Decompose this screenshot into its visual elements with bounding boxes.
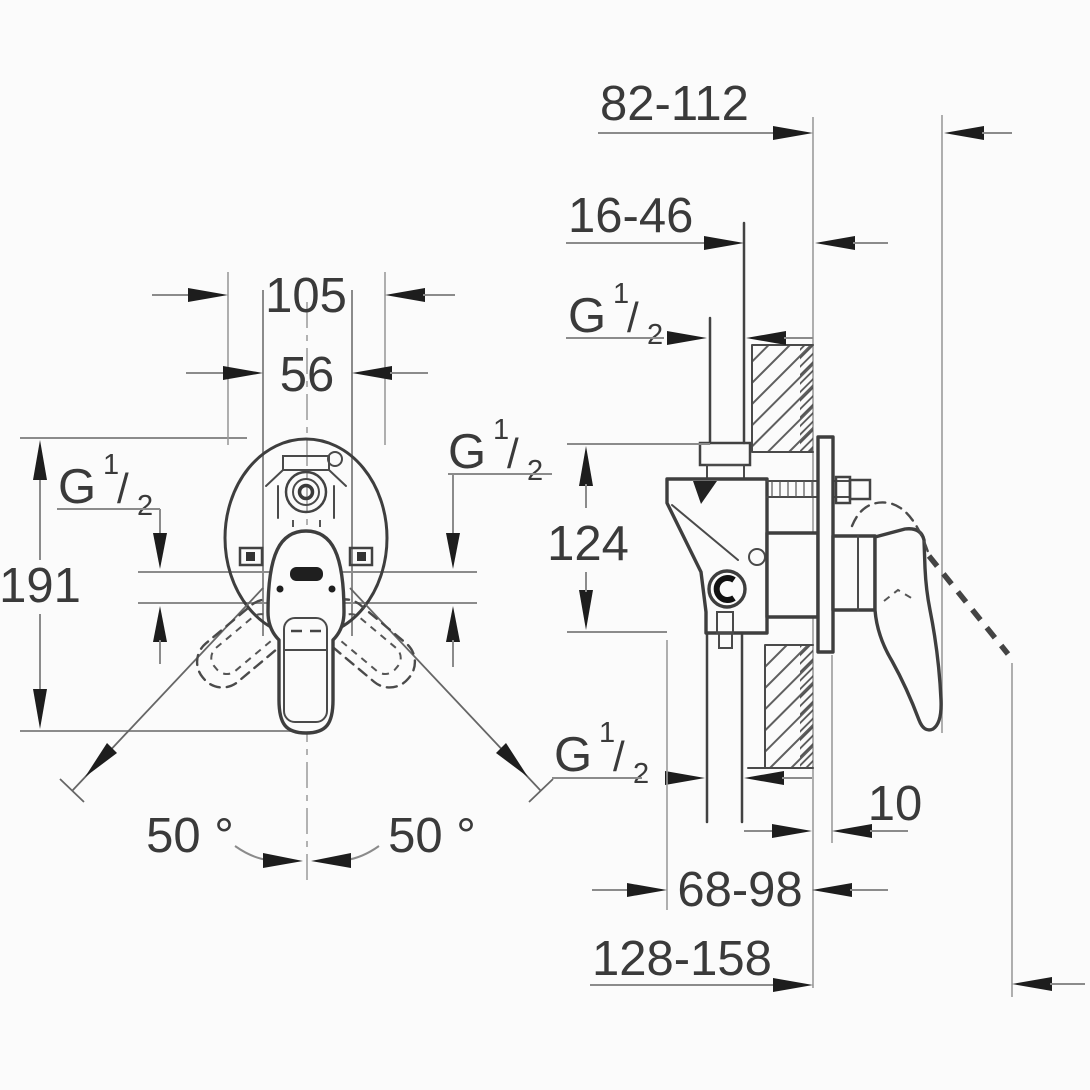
lever-handle-side [873,527,943,732]
clip-tab-right [348,546,374,567]
dimension-plate-thickness: 10 [744,655,922,843]
dim-105-label: 105 [265,269,347,323]
mounting-screw [766,475,872,505]
dimension-total-height: 191 [0,440,81,729]
dim-191-label: 191 [0,559,81,613]
dimension-port-height: 124 [547,443,710,633]
handle-sleeve [831,534,877,612]
side-view: 82-112 16-46 G 1 / 2 [547,77,1085,997]
cover-plate-side [816,435,835,654]
thread-bottom-G: G [554,728,592,782]
thread-left-slash: / [117,465,129,512]
thread-left-den: 2 [137,490,153,522]
dimension-wall-to-open-handle: 128-158 [590,932,1085,992]
thread-label-bottom-inlet: G 1 / 2 [552,717,812,790]
thread-bottom-den: 2 [633,758,649,790]
dim-10-label: 10 [868,777,923,831]
top-outlet-detail [265,451,347,533]
handle-slot [290,567,323,581]
screw-icon [327,451,343,467]
thread-top-num: 1 [613,278,629,310]
dim-16-46-label: 16-46 [568,189,693,243]
thread-right-G: G [448,425,486,479]
thread-bottom-slash: / [613,733,625,780]
dim-124-label: 124 [547,517,629,571]
thread-right-num: 1 [493,414,509,446]
dimension-swing-angle: 50 ° 50 ° [146,809,476,868]
dim-56-label: 56 [280,348,335,402]
thread-top-G: G [568,289,606,343]
wall-hatching-top [751,344,814,453]
valve-body-side [665,441,769,649]
thread-left-G: G [58,460,96,514]
bottom-inlet-pipe [705,631,744,824]
thread-label-right: G 1 / 2 [446,414,552,667]
dimension-wall-to-closed-handle: 82-112 [598,77,1012,140]
thread-bottom-num: 1 [599,717,615,749]
dim-82-112-label: 82-112 [600,77,749,131]
lever-open-position-dashed [850,501,1011,656]
thread-left-num: 1 [103,449,119,481]
thread-top-den: 2 [647,319,663,351]
thread-label-top-outlet: G 1 / 2 [566,278,813,351]
cartridge-housing [765,531,820,619]
dim-angle-left-label: 50 ° [146,809,234,863]
dimension-body-depth: 68-98 [592,640,888,917]
thread-label-left: G 1 / 2 [57,449,167,664]
wall-hatching-bottom [747,644,814,769]
front-view: 105 56 G 1 / 2 G 1 / 2 [0,269,554,882]
thread-right-slash: / [507,430,519,477]
dimension-body-width: 56 [186,348,428,402]
clip-tab-left [238,546,264,567]
thread-right-den: 2 [527,455,543,487]
lever-handle-front [266,529,346,735]
dim-128-158-label: 128-158 [592,932,772,986]
dim-68-98-label: 68-98 [677,863,802,917]
thread-top-slash: / [627,294,639,341]
dim-angle-right-label: 50 ° [388,809,476,863]
dimension-plate-width: 105 [152,269,455,323]
dimension-rough-in-depth: 16-46 [566,189,888,250]
